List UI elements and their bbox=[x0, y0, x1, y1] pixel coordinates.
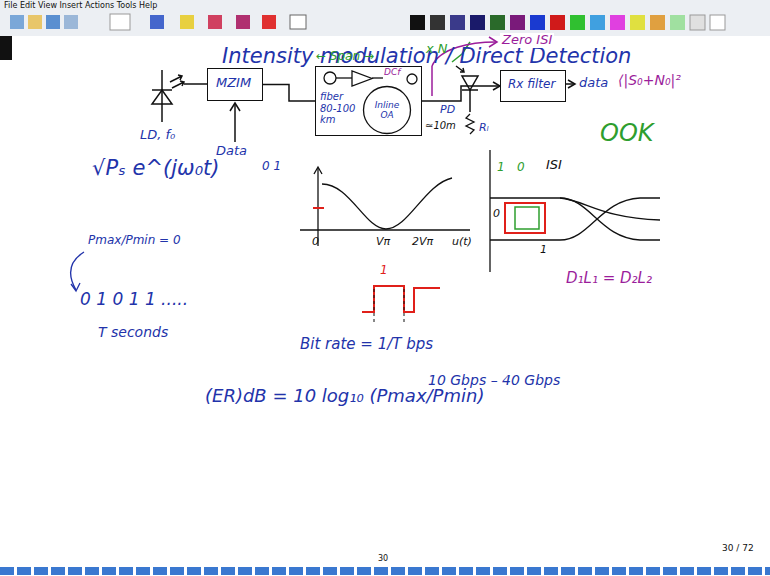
load-resistor-symbol bbox=[466, 114, 474, 134]
bit-value: 1 bbox=[380, 264, 388, 278]
axis-tick: Vπ bbox=[376, 236, 390, 249]
rx-filter-box: Rx filter bbox=[500, 70, 566, 102]
isi-label: ISI bbox=[546, 158, 562, 173]
output-label: data bbox=[579, 76, 608, 91]
repeat-count: x N bbox=[426, 42, 448, 57]
mzm-transfer-plot bbox=[300, 167, 470, 246]
ratio-pointer bbox=[71, 252, 84, 291]
menu-bar: File Edit View Insert Actions Tools Help bbox=[4, 1, 157, 10]
footer-bar bbox=[0, 566, 770, 576]
modulation-format: OOK bbox=[600, 120, 654, 148]
node-text: fiber 80-100 km bbox=[320, 91, 360, 126]
axis-tick: 0 bbox=[312, 236, 319, 249]
bit-period: T seconds bbox=[98, 324, 168, 340]
modulator-box: MZIM bbox=[207, 68, 263, 101]
amplifier-length: ≃10m bbox=[425, 120, 456, 132]
photodiode-label: PD bbox=[440, 104, 455, 117]
node-text: Inline OA bbox=[368, 100, 406, 121]
optical-field: √Pₛ e^(jω₀t) bbox=[92, 156, 220, 180]
data-label: Data bbox=[216, 144, 247, 159]
toolbar bbox=[0, 0, 770, 36]
axis-label: u(t) bbox=[452, 236, 472, 249]
level-label: 1 bbox=[540, 244, 547, 257]
span-internals bbox=[324, 71, 417, 86]
data-input-arrow bbox=[230, 103, 240, 142]
bit-pattern: 0 1 bbox=[262, 160, 281, 174]
span-label: ← Span → bbox=[316, 50, 374, 64]
ratio-note: Pmax/Pmin = 0 bbox=[88, 234, 181, 248]
rate-range: 10 Gbps – 40 Gbps bbox=[428, 372, 560, 388]
signal-connector bbox=[263, 85, 315, 102]
zero-isi-note: Zero ISI bbox=[500, 33, 554, 48]
extinction-ratio: (ER)dB = 10 log₁₀ (Pmax/Pmin) bbox=[205, 386, 484, 407]
bit-sequence: 0 1 0 1 1 ..... bbox=[80, 290, 188, 310]
axis-tick: 2Vπ bbox=[412, 236, 433, 249]
bit-rate: Bit rate = 1/T bps bbox=[300, 336, 433, 353]
isi-bit-slot bbox=[505, 203, 545, 233]
photodiode-symbol bbox=[456, 66, 478, 112]
isi-eye-sketch bbox=[490, 150, 660, 272]
laser-label: LD, f₀ bbox=[140, 128, 175, 143]
level-label: 0 bbox=[493, 208, 500, 221]
page-number: 30 / 72 bbox=[722, 543, 754, 553]
bit-waveform-guide bbox=[374, 286, 404, 322]
bias-mark bbox=[313, 207, 324, 209]
toolbar-icons bbox=[10, 14, 725, 30]
laser-diode-symbol bbox=[152, 70, 207, 122]
cursor-mark bbox=[0, 36, 12, 60]
dispersion-relation: D₁L₁ = D₂L₂ bbox=[566, 270, 652, 287]
span-box: fiber 80-100 km Inline OA bbox=[315, 66, 422, 136]
load-resistor-label: Rₗ bbox=[479, 122, 488, 135]
dcf-label: DCf bbox=[384, 67, 400, 77]
decision-statistic: ⟨|S₀+N₀|² bbox=[616, 72, 683, 88]
bit-value: 0 bbox=[517, 161, 525, 175]
node-text: Rx filter bbox=[508, 78, 558, 92]
inline-amplifier-circle: Inline OA bbox=[362, 85, 412, 135]
node-text: MZIM bbox=[216, 76, 254, 91]
bit-value: 1 bbox=[497, 161, 505, 175]
page-tab: 30 bbox=[378, 554, 388, 563]
isi-pulse-slot bbox=[515, 207, 539, 229]
signal-connector bbox=[422, 82, 500, 101]
